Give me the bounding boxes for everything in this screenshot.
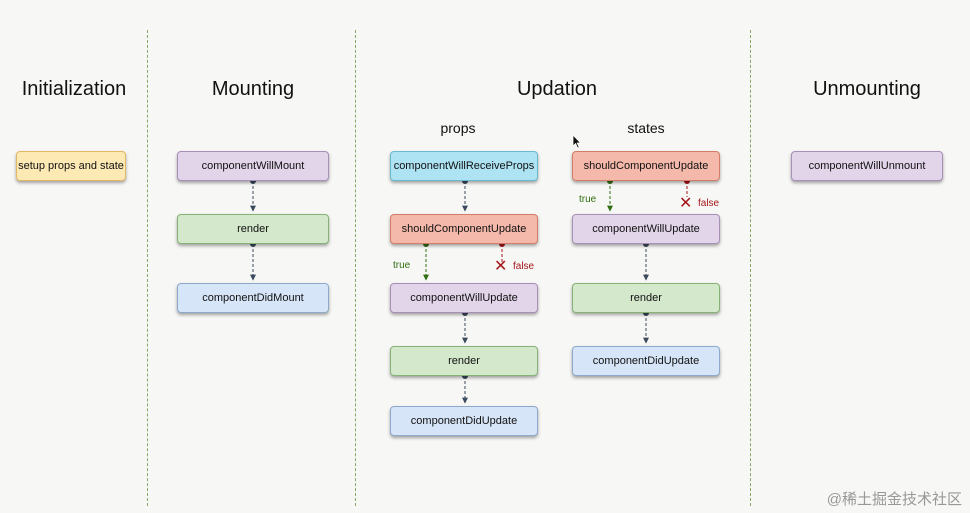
node-mount-render: render: [177, 214, 329, 244]
cross-icon: ✕: [494, 258, 508, 275]
node-props-component-did-update: componentDidUpdate: [390, 406, 538, 436]
connector-render-to-did-mount: [250, 241, 256, 281]
connector-props-receive-to-should: [462, 178, 468, 212]
watermark: @稀土掘金技术社区: [826, 491, 962, 508]
node-states-component-will-update: componentWillUpdate: [572, 214, 720, 244]
cross-icon: ✕: [679, 195, 693, 212]
phase-title-initialization: Initialization: [21, 78, 127, 100]
phase-title-updation: Updation: [516, 78, 598, 100]
connector-props-will-update-to-render: [462, 310, 468, 344]
subhead-props: props: [440, 120, 476, 136]
node-component-will-mount: componentWillMount: [177, 151, 329, 181]
node-states-should-component-update: shouldComponentUpdate: [572, 151, 720, 181]
arrow-cursor-icon: [572, 134, 582, 149]
props-true-label: true: [393, 260, 411, 271]
states-false-label: false: [698, 198, 720, 209]
connector-states-render-to-did-update: [643, 310, 649, 344]
phase-divider: [750, 30, 751, 506]
connector-props-true-branch: [423, 241, 429, 281]
node-states-component-did-update: componentDidUpdate: [572, 346, 720, 376]
props-false-label: false: [513, 261, 535, 272]
connector-states-will-update-to-render: [643, 241, 649, 281]
node-states-render: render: [572, 283, 720, 313]
node-component-did-mount: componentDidMount: [177, 283, 329, 313]
node-props-render: render: [390, 346, 538, 376]
phase-divider: [147, 30, 148, 506]
connector-props-render-to-did-update: [462, 373, 468, 404]
node-props-should-component-update: shouldComponentUpdate: [390, 214, 538, 244]
subhead-states: states: [627, 120, 665, 136]
phase-title-mounting: Mounting: [211, 78, 295, 100]
connector-will-mount-to-render: [250, 178, 256, 212]
phase-title-unmounting: Unmounting: [813, 78, 921, 100]
node-props-component-will-update: componentWillUpdate: [390, 283, 538, 313]
states-true-label: true: [579, 194, 597, 205]
node-component-will-receive-props: componentWillReceiveProps: [390, 151, 538, 181]
node-setup-props-and-state: setup props and state: [16, 151, 126, 181]
connector-states-true-branch: [607, 178, 613, 212]
phase-divider: [355, 30, 356, 506]
node-component-will-unmount: componentWillUnmount: [791, 151, 943, 181]
